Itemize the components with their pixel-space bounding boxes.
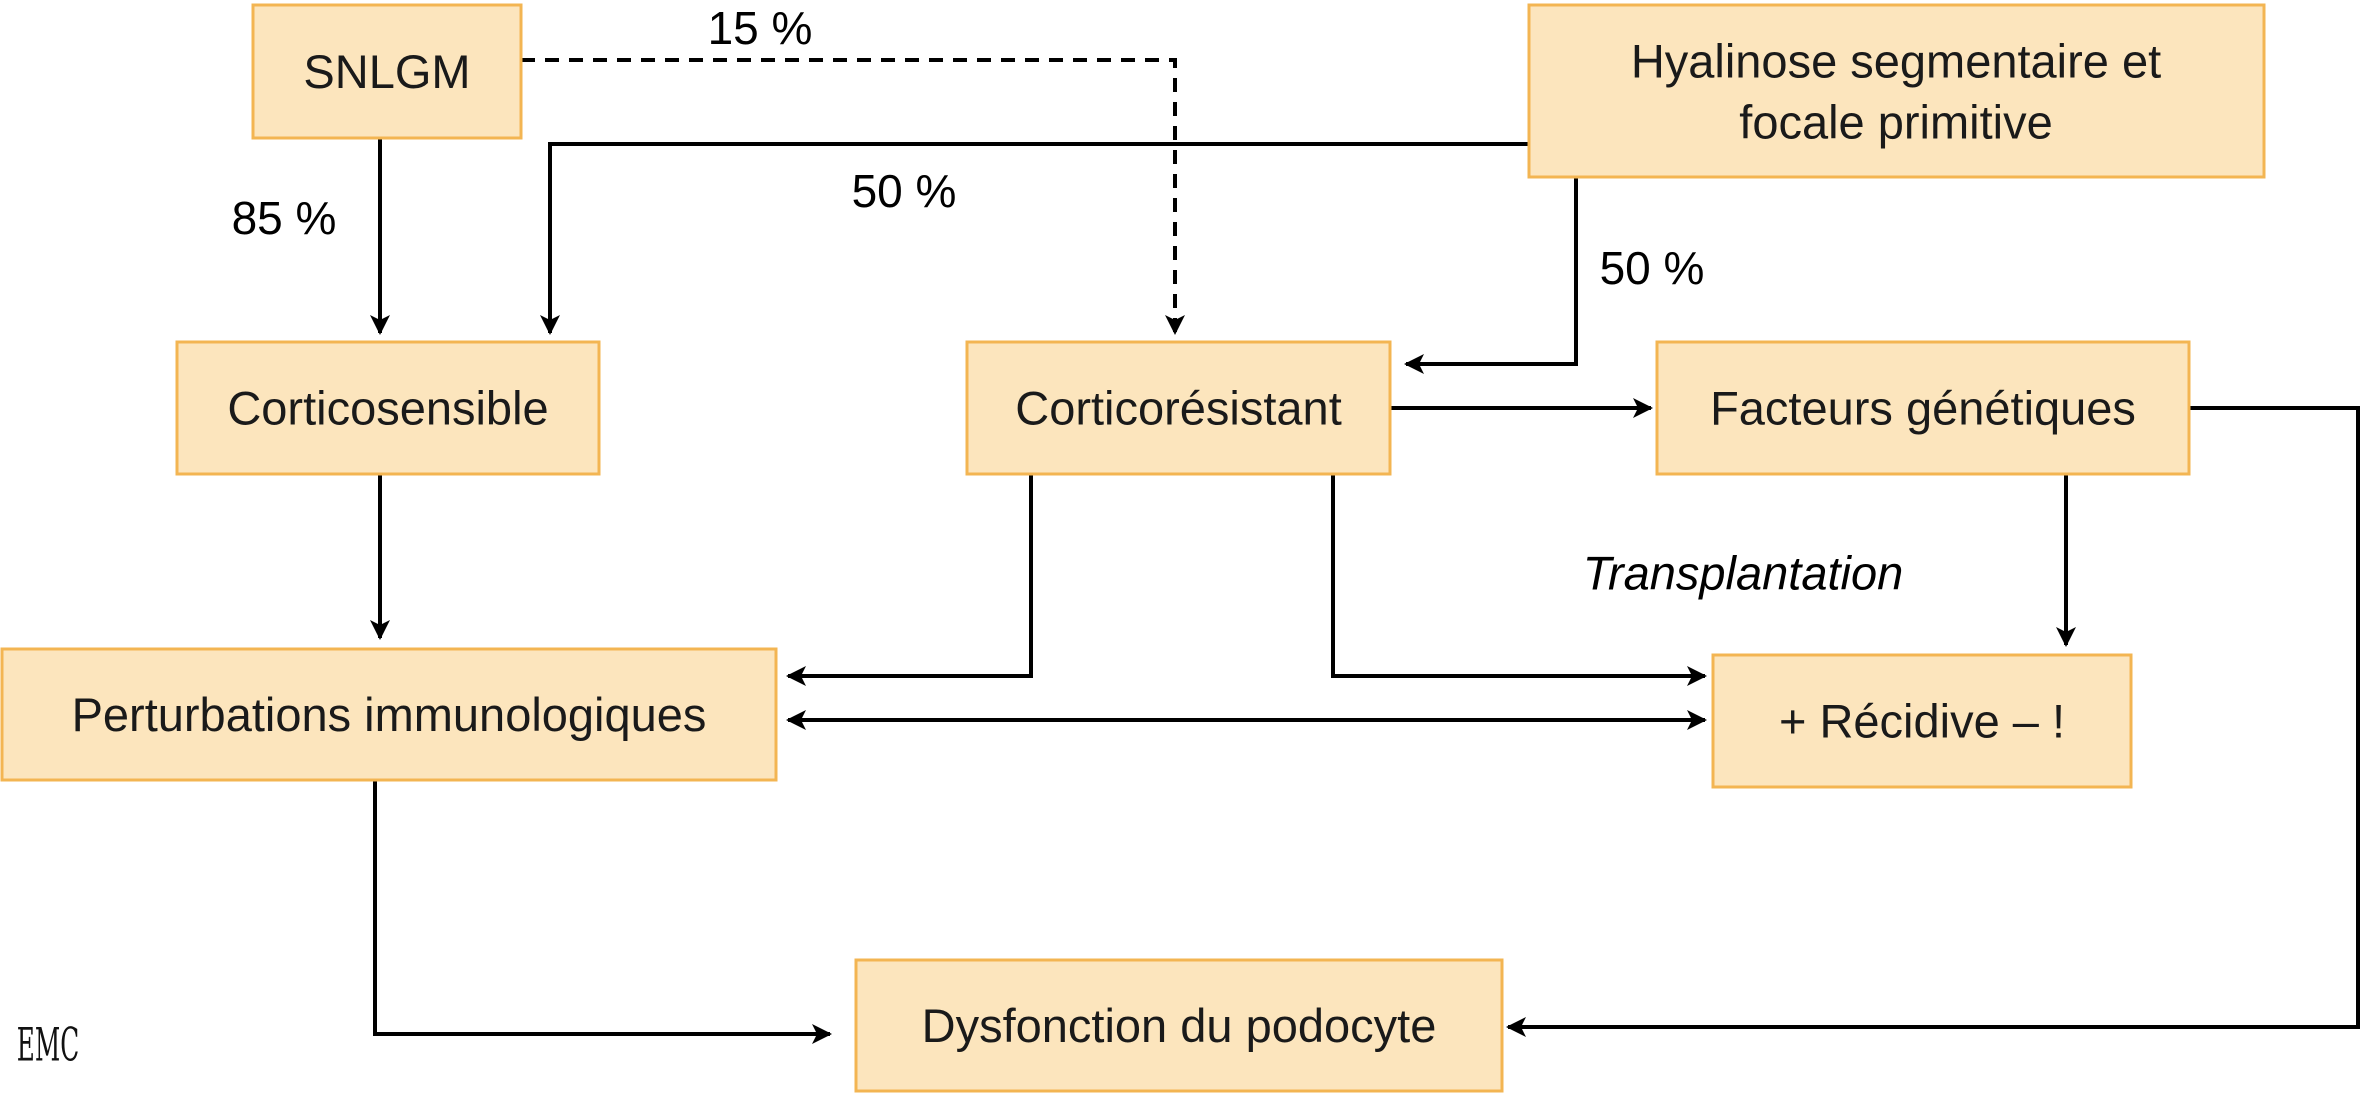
arrow-facteurs-to-dysfonction [1506,406,2360,1037]
node-corticoresistant: Corticorésistant [965,340,1392,476]
node-perturbations: Perturbations immunologiques [0,647,778,782]
transplantation-label: Transplantation [1583,547,1904,600]
node-facteurs-genetiques-label: Facteurs génétiques [1710,382,2136,435]
arrow-snlgm-to-corticoresistant [521,58,1185,335]
edge-label-85-percent: 85 % [232,192,337,244]
node-recidive: + Récidive – ! [1711,653,2133,789]
node-dysfonction-label: Dysfonction du podocyte [922,999,1437,1052]
edge-label-50-percent-left: 50 % [852,165,957,217]
node-corticosensible-label: Corticosensible [227,382,548,435]
node-hyalinose-label-line1: Hyalinose segmentaire et [1631,35,2161,88]
node-corticoresistant-label: Corticorésistant [1015,382,1342,435]
node-dysfonction: Dysfonction du podocyte [854,958,1504,1093]
node-perturbations-label: Perturbations immunologiques [72,688,707,741]
arrow-hyalinose-to-corticosensible [540,142,1529,335]
node-snlgm: SNLGM [251,3,523,140]
node-facteurs-genetiques: Facteurs génétiques [1655,340,2191,476]
edge-label-15-percent: 15 % [708,2,813,54]
edge-label-50-percent-right: 50 % [1600,242,1705,294]
arrow-perturbations-to-dysfonction [373,780,832,1044]
arrow-corticoresistant-to-perturbations [786,474,1033,686]
emc-logo-text: EMC [17,1018,79,1072]
node-hyalinose: Hyalinose segmentaire et focale primitiv… [1527,3,2266,179]
node-hyalinose-label-line2: focale primitive [1739,96,2052,149]
node-corticosensible: Corticosensible [175,340,601,476]
arrow-hyalinose-to-corticoresistant [1404,177,1578,374]
emc-logo: EMC [17,1018,79,1072]
node-recidive-label: + Récidive – ! [1779,695,2065,748]
node-snlgm-label: SNLGM [303,45,470,98]
arrow-corticoresistant-to-recidive [1331,474,1707,686]
